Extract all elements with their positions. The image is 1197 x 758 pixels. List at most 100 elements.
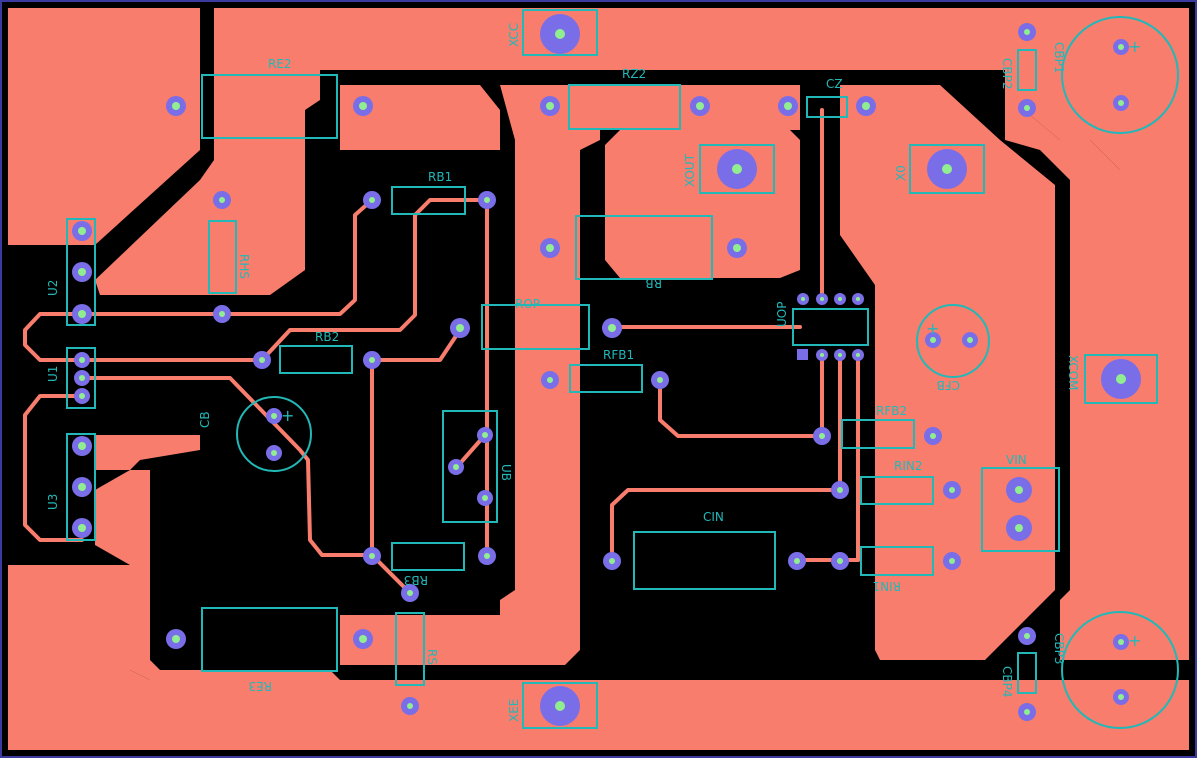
pad-re2-1 [166,96,186,116]
pad-uop-1 [797,349,808,360]
vin-outline [981,467,1060,552]
label-cin: CIN [703,510,724,524]
pad-rb2-2 [363,351,381,369]
pad-rin2-2 [943,481,961,499]
label-u2: U2 [46,280,60,296]
x0-outline [909,144,985,194]
pad-cin-2 [788,552,806,570]
u1-outline [66,347,96,409]
pad-u3-2 [72,477,92,497]
label-xcom: XCOM [1066,355,1080,391]
pad-rs-1 [401,584,419,602]
pad-cb-1 [266,408,282,424]
pad-re3-1 [166,629,186,649]
pour-bottom-left [8,565,1005,750]
pour-left-mid [95,70,320,295]
trace-5 [80,376,374,557]
pad-vin-2 [1006,515,1032,541]
label-cz: CZ [826,77,843,91]
pad-uop-4 [852,349,864,361]
label-cbp2: CBP2 [1000,58,1014,89]
pad-rhs-2 [213,305,231,323]
pour-top-right [1005,8,1189,170]
pad-rop-1 [450,318,470,338]
pad-rb-1 [540,238,560,258]
pad-cbp3-1 [1113,634,1129,650]
pad-rb1-1 [363,191,381,209]
polarity-cbp3: + [1128,631,1141,650]
u2-outline [66,218,96,326]
label-re3: RE3 [248,679,272,693]
pad-uop-8 [797,293,809,305]
rs-outline [395,612,425,686]
xee-outline [522,682,598,729]
pad-rfb1-1 [541,371,559,389]
pad-cbp4-2 [1018,703,1036,721]
pad-re3-2 [353,629,373,649]
pads [72,14,1141,726]
pad-cb-2 [266,445,282,461]
rin2-outline [860,476,934,505]
cfb-outline [916,304,990,378]
pad-rfb2-2 [924,427,942,445]
ub-outline [442,410,498,523]
rb1-outline [391,186,466,215]
trace-2 [80,198,374,316]
pad-rb3-1 [363,547,381,565]
cbp3-outline [1061,611,1179,729]
xcc-outline [522,9,598,56]
labels: RE2 RZ2 CZ XCC CBP1 CBP2 RB1 XOUT X0 RHS… [46,23,1141,722]
xout-pad [717,149,757,189]
pad-u3-3 [72,518,92,538]
cbp2-outline [1017,49,1037,91]
pour-u3-arm [95,435,200,470]
pad-cbp3-2 [1113,689,1129,705]
rb3-outline [391,542,465,571]
pad-rfb2-1 [813,427,831,445]
cbp4-outline [1017,652,1037,694]
cin-outline [633,531,776,590]
rfb2-outline [841,419,915,449]
pad-rfb1-2 [651,371,669,389]
trace-16 [610,488,842,562]
label-rfb2: RFB2 [876,404,907,418]
pour-bottom-right [1005,680,1189,750]
pad-ub-2 [448,459,464,475]
cz-outline [806,96,848,118]
pad-rin2-1 [831,481,849,499]
pad-cz-1 [778,96,798,116]
xout-outline [699,144,775,194]
pad-re2-2 [353,96,373,116]
pad-rb2-1 [253,351,271,369]
label-u3: U3 [46,494,60,510]
label-cfb: CFB [936,378,960,392]
pad-vin-1 [1006,477,1032,503]
pad-cz-2 [856,96,876,116]
rhs-outline [208,220,237,294]
rin1-outline [860,546,934,576]
pad-cbp1-2 [1113,95,1129,111]
xee-pad [540,686,580,726]
label-xout: XOUT [683,153,697,187]
pad-u2-2 [72,262,92,282]
x0-pad [927,149,967,189]
pad-cbp2-2 [1018,99,1036,117]
traces [23,105,1022,595]
pad-uop-2 [816,349,828,361]
pad-rop-2 [602,318,622,338]
pad-ub-3 [477,490,493,506]
label-xcc: XCC [507,23,521,47]
label-cbp1: CBP1 [1052,42,1066,73]
pour-re3 [340,615,500,665]
label-rin2: RIN2 [894,459,923,473]
re2-outline [201,74,338,139]
pad-u2-3 [72,304,92,324]
pad-uop-7 [816,293,828,305]
label-rop: ROP [515,297,540,311]
pad-uop-3 [834,349,846,361]
pad-cfb-2 [962,332,978,348]
cb-outline [236,396,312,472]
pad-rin1-1 [831,552,849,570]
